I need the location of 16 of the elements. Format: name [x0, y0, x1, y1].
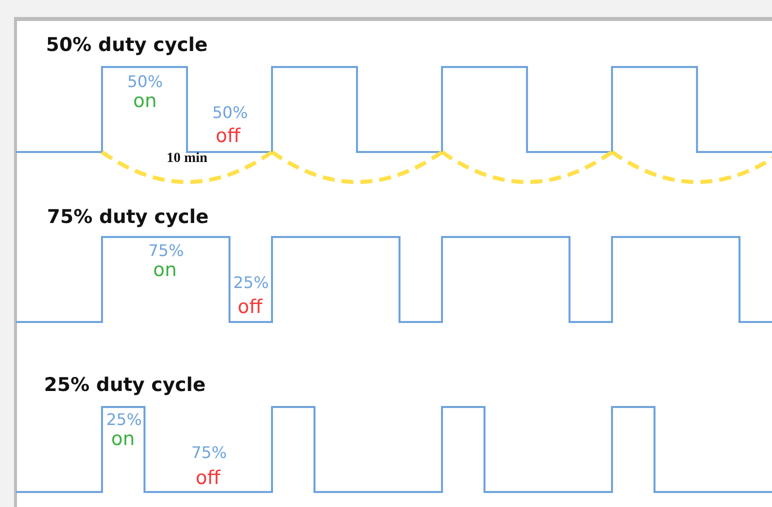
percent-label: 75% [148, 243, 184, 259]
state-label: on [133, 92, 157, 111]
chart-title: 25% duty cycle [44, 376, 206, 395]
percent-label: 75% [191, 445, 227, 461]
state-label: off [196, 469, 220, 488]
percent-label: 50% [212, 105, 248, 121]
period-label: 10 min [166, 152, 208, 166]
percent-label: 50% [127, 74, 163, 90]
state-label: off [216, 127, 240, 146]
chart-title: 75% duty cycle [47, 208, 209, 227]
state-label: on [111, 430, 135, 449]
state-label: on [153, 261, 177, 280]
percent-label: 25% [106, 412, 142, 428]
state-label: off [238, 298, 262, 317]
percent-label: 25% [233, 275, 269, 291]
chart-title: 50% duty cycle [46, 36, 208, 55]
